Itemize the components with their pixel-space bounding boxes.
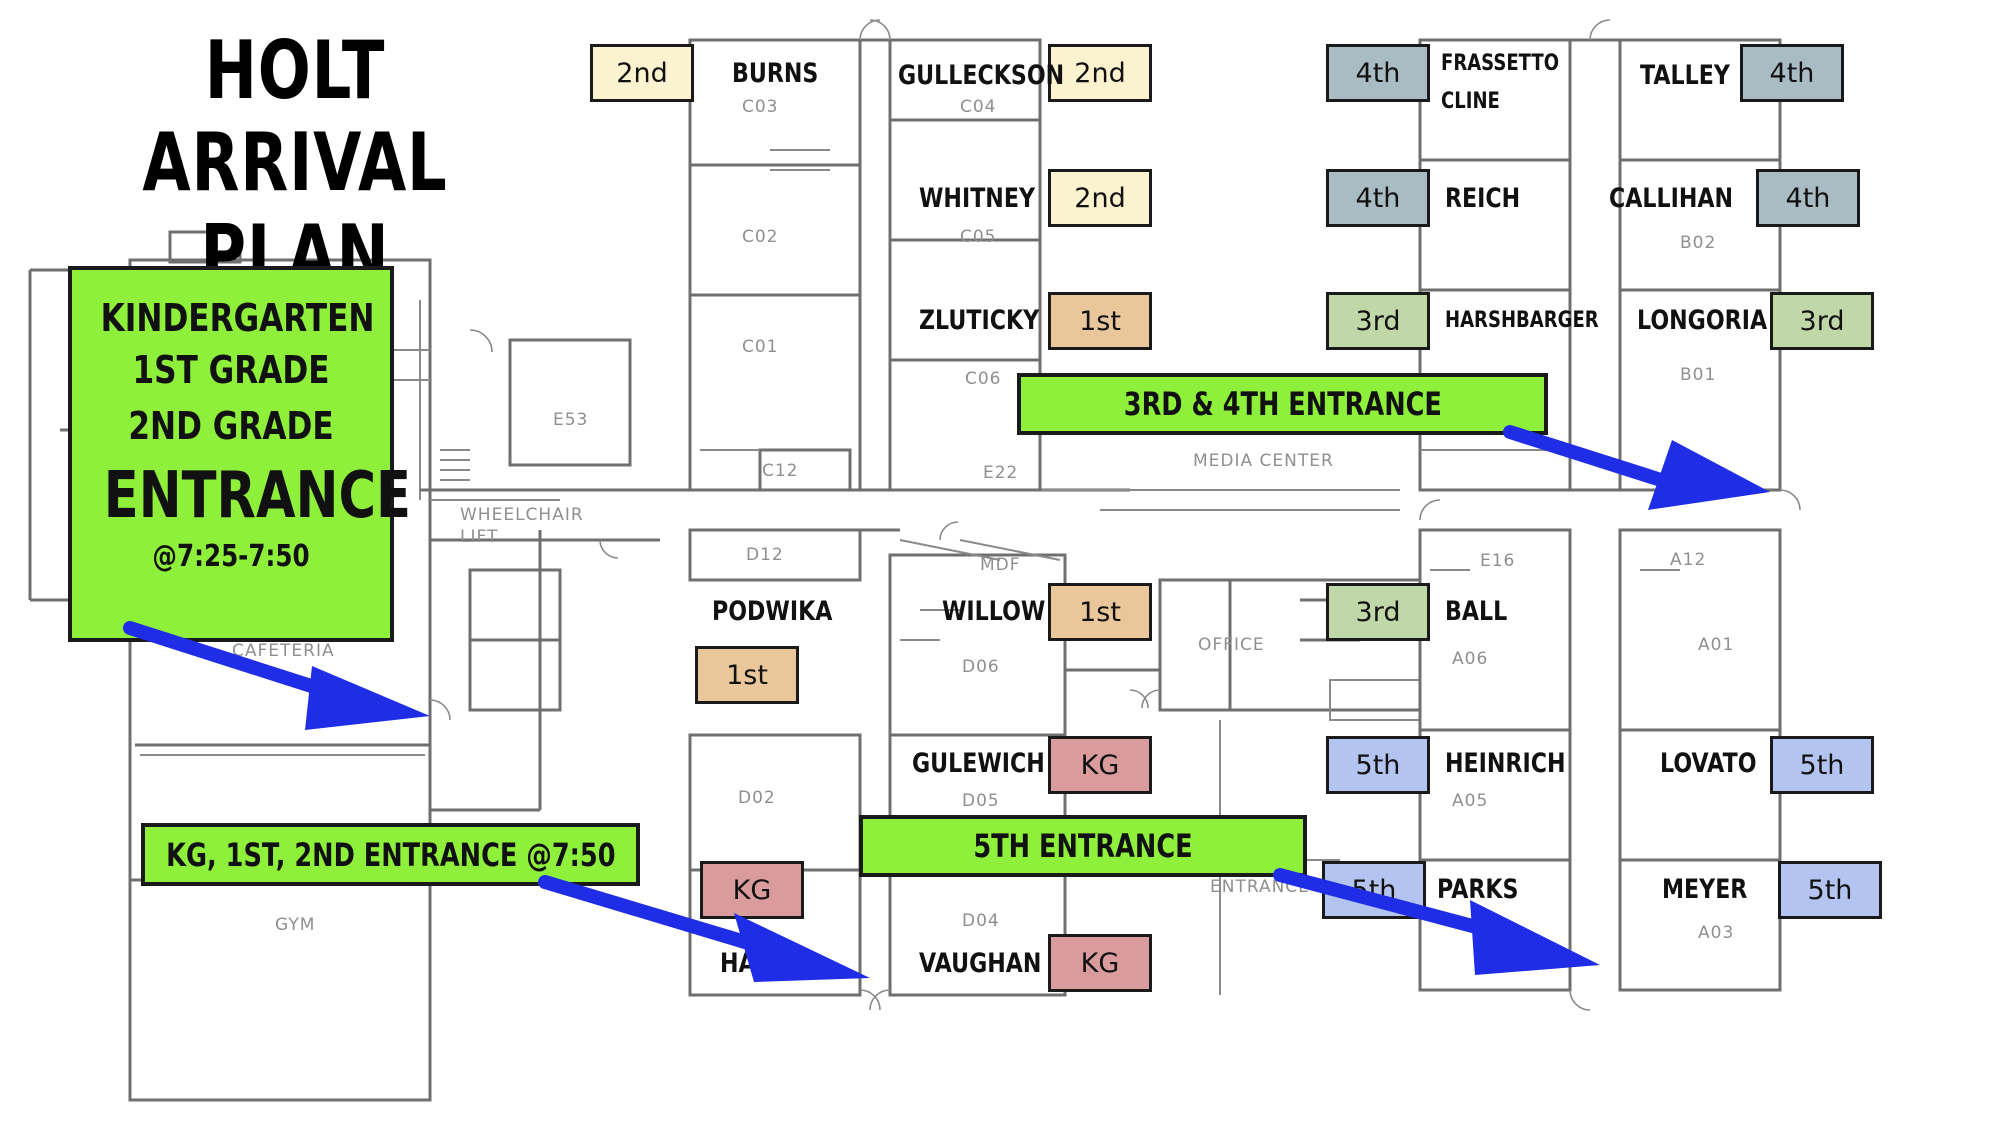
room-label-b01: B01 — [1680, 365, 1716, 385]
grade-badge-burns: 2nd — [590, 44, 694, 102]
room-label-lift: LIFT — [460, 527, 498, 547]
grade-badge-meyer: 5th — [1778, 861, 1882, 919]
teacher-reich: REICH — [1445, 183, 1521, 214]
title-line-1: HOLT ARRIVAL — [142, 24, 448, 209]
room-label-entrance: ENTRANCE — [1210, 877, 1310, 897]
room-label-c01: C01 — [742, 337, 779, 357]
grade-badge-ball: 3rd — [1326, 583, 1430, 641]
room-label-d02: D02 — [738, 788, 776, 808]
room-label-a06: A06 — [1452, 649, 1488, 669]
room-label-media-center: MEDIA CENTER — [1193, 451, 1334, 471]
room-label-e22: E22 — [983, 463, 1018, 483]
room-label-gym: GYM — [275, 915, 315, 935]
banner-kg-label: KG, 1ST, 2ND ENTRANCE @7:50 — [165, 835, 616, 874]
grade-badge-har: KG — [700, 861, 804, 919]
room-label-a01: A01 — [1698, 635, 1734, 655]
grade-badge-lovato: 5th — [1770, 736, 1874, 794]
grade-badge-gulleckson: 2nd — [1048, 44, 1152, 102]
room-label-c02: C02 — [742, 227, 779, 247]
room-label-d06: D06 — [962, 657, 1000, 677]
teacher-callihan: CALLIHAN — [1609, 183, 1734, 214]
corridor-walls — [630, 488, 1400, 532]
teacher-gulleckson: GULLECKSON — [898, 60, 1065, 91]
teacher-vaughan: VAUGHAN — [919, 948, 1042, 979]
room-label-c12: C12 — [762, 461, 799, 481]
grade-badge-willow: 1st — [1048, 583, 1152, 641]
teacher-talley: TALLEY — [1640, 60, 1730, 91]
room-label-c05: C05 — [960, 227, 997, 247]
teacher-heinrich: HEINRICH — [1445, 748, 1566, 779]
room-label-d05: D05 — [962, 791, 1000, 811]
banner-5th-entrance: 5TH ENTRANCE — [859, 815, 1307, 877]
entrance-box-line-time: @7:25-7:50 — [152, 539, 310, 574]
room-label-c04: C04 — [960, 97, 997, 117]
room-label-e16: E16 — [1480, 551, 1515, 571]
k2-entrance-box: KINDERGARTEN 1ST GRADE 2ND GRADE ENTRANC… — [68, 266, 412, 642]
teacher-cline: CLINE — [1441, 89, 1500, 114]
teacher-lovato: LOVATO — [1660, 748, 1757, 779]
teacher-willow: WILLOW — [942, 596, 1046, 627]
room-label-a03: A03 — [1698, 923, 1734, 943]
grade-badge-talley: 4th — [1740, 44, 1844, 102]
grade-badge-frassetto: 4th — [1326, 44, 1430, 102]
door-swings — [429, 19, 1801, 1011]
room-label-d12: D12 — [746, 545, 784, 565]
teacher-frassetto: FRASSETTO — [1441, 51, 1560, 76]
room-label-a12: A12 — [1670, 550, 1706, 570]
teacher-har: HAR — [720, 948, 773, 979]
room-label-c03: C03 — [742, 97, 779, 117]
room-label-a05: A05 — [1452, 791, 1488, 811]
cd-wing-walls — [688, 38, 1067, 997]
entrance-box-line-2nd: 2ND GRADE — [128, 404, 334, 448]
teacher-harshbarger: HARSHBARGER — [1445, 308, 1599, 333]
teacher-ball: BALL — [1445, 596, 1508, 627]
room-label-e53: E53 — [553, 410, 588, 430]
grade-badge-vaughan: KG — [1048, 934, 1152, 992]
banner-5th-label: 5TH ENTRANCE — [973, 827, 1193, 865]
teacher-parks: PARKS — [1437, 874, 1519, 905]
page-title: HOLT ARRIVAL PLAN — [112, 25, 479, 301]
banner-kg-1st-2nd-entrance: KG, 1ST, 2ND ENTRANCE @7:50 — [141, 823, 640, 886]
teacher-podwika: PODWIKA — [712, 596, 833, 627]
banner-3rd-4th-entrance: 3RD & 4TH ENTRANCE — [1017, 373, 1548, 435]
teacher-longoria: LONGORIA — [1637, 305, 1768, 336]
grade-badge-heinrich: 5th — [1326, 736, 1430, 794]
teacher-meyer: MEYER — [1662, 874, 1748, 905]
room-label-office: OFFICE — [1198, 635, 1265, 655]
grade-badge-whitney: 2nd — [1048, 169, 1152, 227]
entrance-box-line-1st: 1ST GRADE — [132, 348, 330, 392]
grade-badge-callihan: 4th — [1756, 169, 1860, 227]
grade-badge-gulewich: KG — [1048, 736, 1152, 794]
room-label-wheelchair: WHEELCHAIR — [460, 505, 584, 525]
grade-badge-reich: 4th — [1326, 169, 1430, 227]
grade-badge-podwika: 1st — [695, 646, 799, 704]
banner-3rd-4th-label: 3RD & 4TH ENTRANCE — [1123, 385, 1442, 423]
room-label-d04: D04 — [962, 911, 1000, 931]
entrance-box-line-kindergarten: KINDERGARTEN — [100, 296, 375, 340]
teacher-gulewich: GULEWICH — [912, 748, 1045, 779]
teacher-zluticky: ZLUTICKY — [919, 305, 1040, 336]
grade-badge-longoria: 3rd — [1770, 292, 1874, 350]
room-label-mdf: MDF — [980, 555, 1021, 575]
teacher-whitney: WHITNEY — [919, 183, 1035, 214]
teacher-burns: BURNS — [732, 58, 819, 89]
grade-badge-harshbarger: 3rd — [1326, 292, 1430, 350]
grade-badge-parks: 5th — [1322, 861, 1426, 919]
room-label-cafeteria: CAFETERIA — [232, 641, 335, 661]
entrance-box-line-entrance: ENTRANCE — [103, 459, 412, 533]
room-label-b02: B02 — [1680, 233, 1716, 253]
room-label-c06: C06 — [965, 369, 1002, 389]
grade-badge-zluticky: 1st — [1048, 292, 1152, 350]
